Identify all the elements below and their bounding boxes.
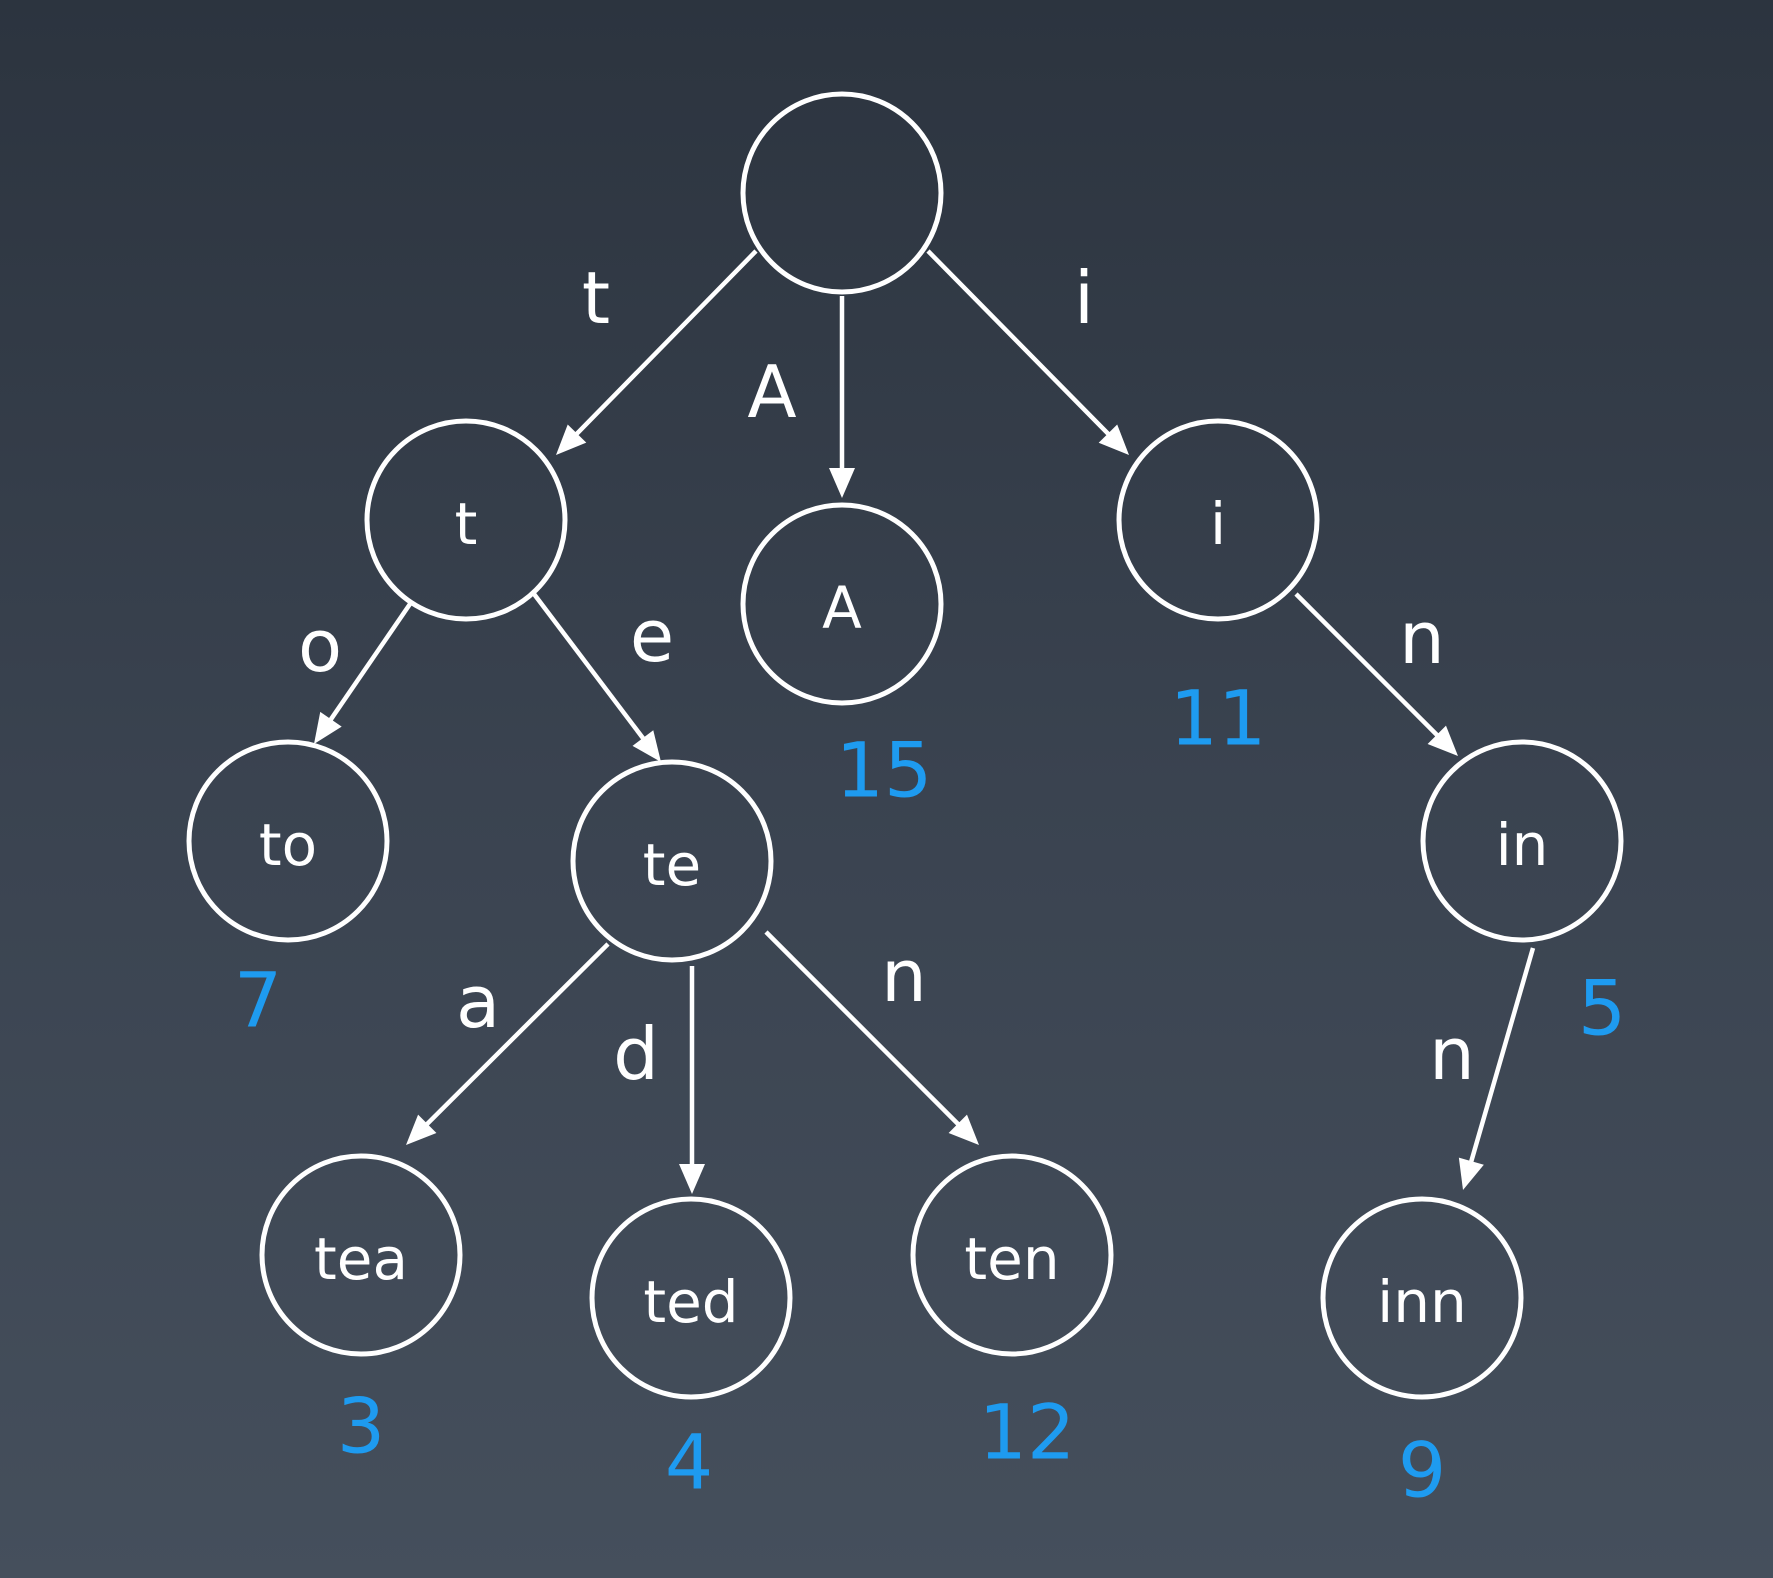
trie-node-root xyxy=(740,91,944,295)
trie-node-te: te xyxy=(570,759,774,963)
node-circle xyxy=(740,91,944,295)
node-label: ted xyxy=(643,1268,738,1336)
node-label: A xyxy=(822,574,862,642)
arrow-head-icon xyxy=(1427,725,1458,756)
arrow-head-icon xyxy=(1458,1157,1484,1190)
node-label: ten xyxy=(964,1225,1059,1293)
edge-line xyxy=(422,942,610,1129)
trie-node-tea: tea xyxy=(259,1153,463,1357)
edge-line xyxy=(764,930,963,1129)
trie-node-ten: ten xyxy=(910,1153,1114,1357)
edge-line xyxy=(926,249,1113,439)
trie-node-to: to xyxy=(186,739,390,943)
node-value: 5 xyxy=(1578,964,1626,1053)
edge-te-ted xyxy=(679,966,705,1194)
node-label: i xyxy=(1210,490,1226,558)
edge-te-tea xyxy=(406,942,610,1145)
trie-node-in: in xyxy=(1420,739,1624,943)
trie-node-ted: ted xyxy=(589,1196,793,1400)
node-value: 4 xyxy=(665,1418,713,1507)
node-value: 12 xyxy=(979,1388,1076,1477)
node-circle xyxy=(1420,739,1624,943)
edge-label: n xyxy=(1399,596,1445,680)
edge-label: n xyxy=(881,934,927,1018)
trie-node-inn: inn xyxy=(1320,1196,1524,1400)
arrow-head-icon xyxy=(1098,424,1129,455)
node-circle xyxy=(364,418,568,622)
node-label: te xyxy=(643,831,701,899)
node-value: 11 xyxy=(1170,674,1267,763)
edge-t-te xyxy=(532,592,661,762)
edge-label: e xyxy=(630,594,674,678)
edge-line xyxy=(1294,592,1442,740)
edge-root-A xyxy=(829,296,855,498)
arrow-head-icon xyxy=(829,468,855,498)
trie-node-i: i xyxy=(1116,418,1320,622)
node-label: inn xyxy=(1377,1268,1467,1336)
node-circle xyxy=(259,1153,463,1357)
arrow-head-icon xyxy=(406,1114,437,1145)
node-circle xyxy=(910,1153,1114,1357)
node-label: tea xyxy=(314,1225,408,1293)
trie-node-A: A xyxy=(740,502,944,706)
node-circle xyxy=(186,739,390,943)
edge-label: i xyxy=(1074,256,1094,340)
edge-label: A xyxy=(747,350,796,434)
edge-i-in xyxy=(1294,592,1458,756)
node-label: to xyxy=(259,811,317,879)
node-value: 9 xyxy=(1398,1426,1446,1515)
node-value: 3 xyxy=(337,1382,385,1471)
arrow-head-icon xyxy=(948,1114,979,1145)
node-circle xyxy=(570,759,774,963)
edge-label: n xyxy=(1429,1012,1475,1096)
arrow-head-icon xyxy=(679,1164,705,1194)
edge-in-inn xyxy=(1458,947,1536,1190)
node-value: 15 xyxy=(836,726,933,815)
edges-layer xyxy=(314,249,1536,1194)
edge-te-ten xyxy=(764,930,979,1145)
edge-root-t xyxy=(556,249,758,455)
edge-line xyxy=(326,602,412,724)
arrow-head-icon xyxy=(632,730,661,762)
node-value: 7 xyxy=(234,956,282,1045)
edge-line xyxy=(1468,947,1536,1166)
edge-line xyxy=(532,592,648,743)
edge-t-to xyxy=(314,602,412,744)
edge-root-i xyxy=(926,249,1129,455)
node-label: t xyxy=(455,490,478,558)
node-circle xyxy=(589,1196,793,1400)
node-circle xyxy=(740,502,944,706)
edge-label: t xyxy=(582,256,610,340)
arrow-head-icon xyxy=(314,711,342,744)
edge-label: a xyxy=(456,960,500,1044)
edge-label: d xyxy=(613,1012,659,1096)
node-label: in xyxy=(1496,811,1549,879)
node-circle xyxy=(1320,1196,1524,1400)
arrow-head-icon xyxy=(556,424,587,455)
edge-line xyxy=(572,249,758,439)
node-circle xyxy=(1116,418,1320,622)
trie-node-t: t xyxy=(364,418,568,622)
edge-label: o xyxy=(298,604,342,688)
